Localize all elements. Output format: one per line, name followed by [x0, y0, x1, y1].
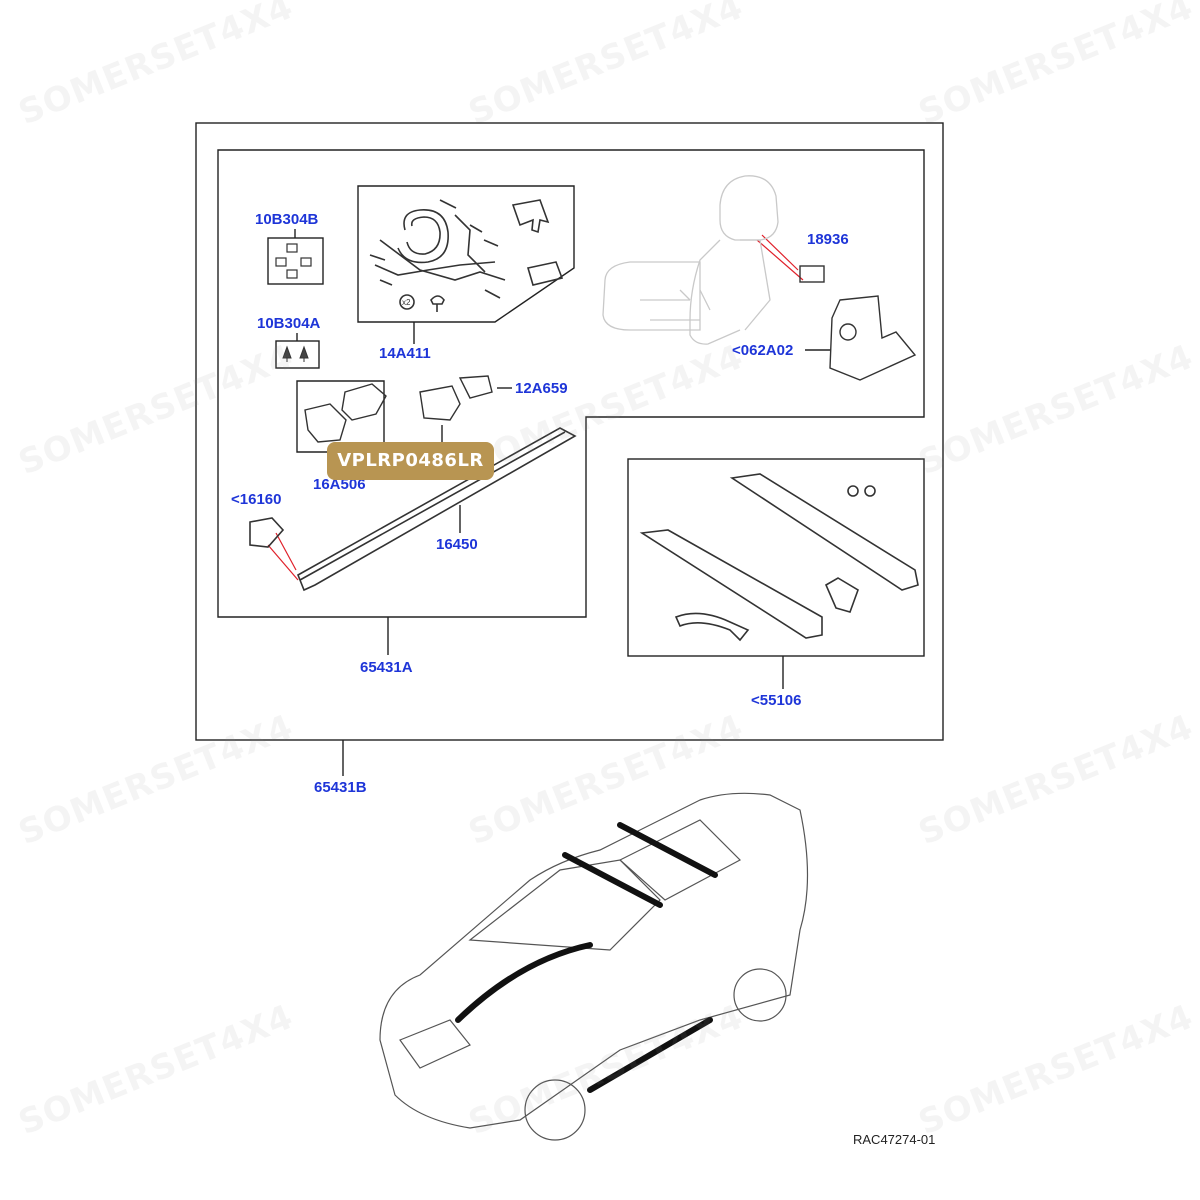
part-label-18936[interactable]: 18936 — [807, 231, 849, 248]
kit-frame-65431B — [195, 122, 944, 741]
wiring-harness-illustration — [369, 199, 564, 312]
motor-illustration — [304, 375, 493, 443]
side-step-bar-illustration — [249, 427, 577, 592]
part-label-062A02[interactable]: <062A02 — [732, 342, 794, 359]
part-label-10B304B[interactable]: 10B304B — [255, 211, 319, 228]
bracket-illustration — [799, 265, 917, 381]
kit-part-number-badge: VPLRP0486LR — [327, 442, 494, 480]
fastener-illustration-b — [275, 243, 312, 279]
part-label-14A411[interactable]: 14A411 — [379, 345, 431, 362]
kit-frame-65431A — [217, 149, 925, 618]
part-label-10B304A[interactable]: 10B304A — [257, 315, 321, 332]
callout-x2: x2 — [402, 298, 411, 307]
fastener-box-a — [275, 340, 320, 369]
harness-frame — [357, 185, 575, 323]
part-label-16160[interactable]: <16160 — [231, 491, 282, 508]
roof-bars-illustration — [639, 473, 919, 642]
part-label-12A659[interactable]: 12A659 — [515, 380, 568, 397]
fastener-illustration-a — [282, 345, 309, 362]
kit-frame-55106 — [627, 458, 925, 657]
seat-illustration — [602, 175, 779, 345]
part-label-16450[interactable]: 16450 — [436, 536, 478, 553]
part-label-65431A[interactable]: 65431A — [360, 659, 413, 676]
part-label-65431B[interactable]: 65431B — [314, 779, 367, 796]
part-label-16A506[interactable]: 16A506 — [313, 476, 366, 493]
vehicle-accent-strips — [455, 822, 718, 1093]
part-label-55106[interactable]: <55106 — [751, 692, 802, 709]
diagram-reference-number: RAC47274-01 — [853, 1132, 936, 1147]
